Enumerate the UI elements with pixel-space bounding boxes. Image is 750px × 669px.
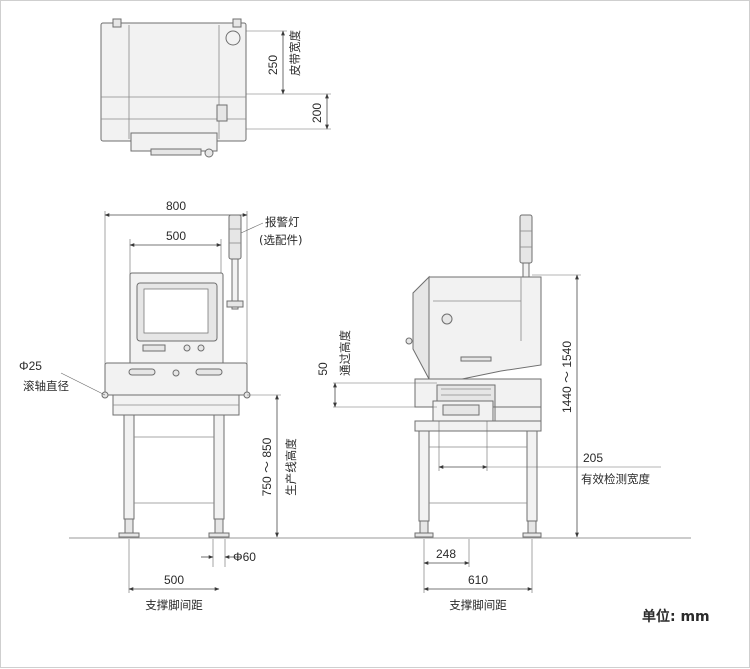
foot-diameter-text: Φ60 — [233, 550, 256, 564]
unit-label: 单位: mm — [642, 608, 710, 625]
line-height-label: 生产线高度 — [284, 438, 298, 496]
belt-width-label: 皮带宽度 — [288, 30, 302, 76]
side-view: 50 通过高度 1440 ～ 1540 205 有效检测宽度 248 610 支… — [316, 214, 661, 612]
pass-height-label: 通过高度 — [338, 330, 352, 376]
support-spacing-side-value: 610 — [468, 573, 488, 587]
dim-800-text: 800 — [166, 199, 186, 213]
effective-width-value: 205 — [583, 451, 603, 465]
dim-500-top-text: 500 — [166, 229, 186, 243]
dim-50-text: 50 — [316, 362, 330, 376]
top-view: 250 皮带宽度 200 — [100, 18, 331, 158]
dim-200-text: 200 — [310, 103, 324, 123]
front-view: 800 500 报警灯 (选配件) — [19, 199, 302, 612]
alarm-light-optional-label: (选配件) — [259, 233, 302, 247]
roller-diameter-value: Φ25 — [19, 359, 42, 373]
dim-248-text: 248 — [436, 547, 456, 561]
support-spacing-side-label: 支撑脚间距 — [449, 598, 507, 612]
alarm-light-label: 报警灯 — [265, 215, 300, 229]
total-height-range-text: 1440 ～ 1540 — [560, 341, 574, 413]
dim-250-text: 250 — [266, 55, 280, 75]
support-spacing-front-value: 500 — [164, 573, 184, 587]
support-spacing-front-label: 支撑脚间距 — [145, 598, 203, 612]
roller-diameter-label: 滚轴直径 — [23, 379, 69, 393]
line-height-range-text: 750 ～ 850 — [260, 437, 274, 496]
effective-width-label: 有效检测宽度 — [581, 472, 650, 486]
